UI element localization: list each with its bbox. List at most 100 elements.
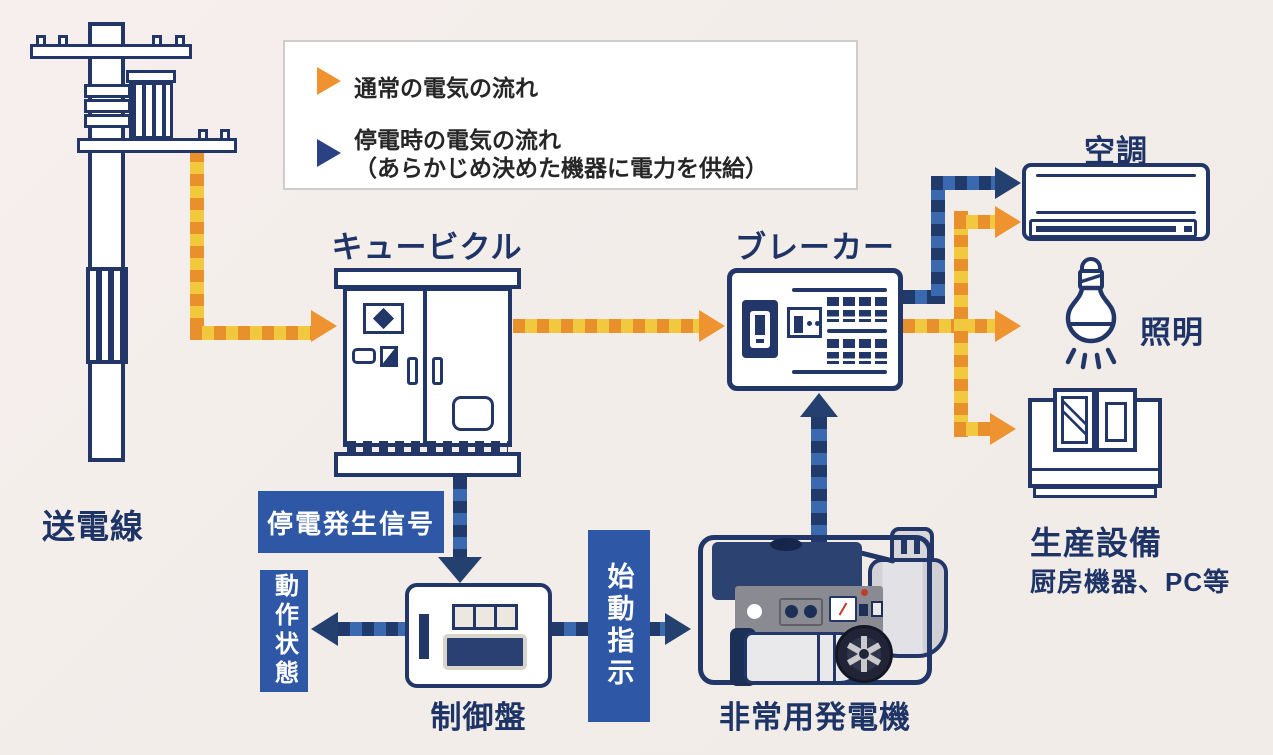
aircon-vent-slat bbox=[1036, 226, 1176, 232]
flow-generator-to-breaker bbox=[811, 417, 827, 545]
breaker-unit bbox=[859, 339, 871, 364]
outlet-socket bbox=[785, 605, 798, 618]
cubicle-handle-right bbox=[432, 357, 443, 385]
machine-base-slab bbox=[1033, 486, 1157, 498]
aircon-top-line bbox=[1036, 174, 1196, 177]
generator-indicator bbox=[861, 589, 868, 596]
flow-pole-to-cubicle-horizontal bbox=[190, 326, 312, 340]
flow-branch-to-aircon bbox=[954, 215, 995, 229]
generator-control-face bbox=[735, 586, 883, 638]
operation-status-label: 動作状態 bbox=[270, 573, 298, 689]
control-panel-buttons bbox=[452, 604, 518, 630]
outage-flow-arrow-icon bbox=[317, 139, 341, 167]
pole-crossarm-lower bbox=[77, 138, 237, 153]
navy-arrowhead-into-status bbox=[311, 612, 338, 646]
transformer-cap bbox=[126, 70, 176, 83]
flow-breaker-to-aircon-horizontal bbox=[931, 176, 995, 190]
main-breaker-switch bbox=[742, 300, 778, 358]
outage-signal-label: 停電発生信号 bbox=[266, 508, 435, 539]
generator-label: 非常用発電機 bbox=[719, 700, 911, 735]
legend-outage-flow-label-line1: 停電時の電気の流れ bbox=[354, 127, 561, 153]
aircon-mid-line bbox=[1036, 211, 1196, 214]
flow-pole-to-cubicle-vertical bbox=[190, 150, 204, 340]
bus-line-bottom bbox=[792, 370, 887, 374]
machine-base-line bbox=[1032, 468, 1158, 471]
machine-window-left bbox=[1053, 388, 1096, 452]
generator-gauge bbox=[829, 596, 857, 622]
bus-line-top bbox=[792, 288, 887, 292]
breaker-unit bbox=[843, 297, 855, 322]
cubicle-half-square-plate bbox=[380, 346, 398, 367]
pole-striped-section bbox=[86, 267, 128, 364]
flow-cubicle-to-breaker bbox=[513, 319, 699, 333]
flow-controlpanel-to-status bbox=[338, 622, 405, 636]
navy-arrowhead-into-generator bbox=[665, 613, 691, 645]
outage-signal-box: 停電発生信号 bbox=[258, 491, 444, 553]
navy-arrowhead-into-controlpanel bbox=[438, 557, 482, 583]
flow-breaker-to-lighting bbox=[903, 319, 995, 333]
main-breaker-mark bbox=[756, 339, 764, 343]
breaker-unit bbox=[827, 339, 839, 364]
navy-arrowhead-into-aircon bbox=[995, 167, 1021, 199]
lighting-label: 照明 bbox=[1140, 315, 1204, 350]
pole-band bbox=[84, 99, 131, 113]
cubicle-warning-sign bbox=[363, 303, 404, 334]
orange-arrowhead-into-cubicle bbox=[311, 310, 337, 342]
pole-crossarm-top bbox=[30, 44, 192, 59]
main-breaker-face bbox=[750, 311, 770, 348]
machine-window-right bbox=[1095, 388, 1137, 452]
production-label: 生産設備 bbox=[1030, 525, 1163, 561]
breaker-unit bbox=[843, 339, 855, 364]
transformer-icon bbox=[129, 82, 173, 139]
pole-band bbox=[84, 114, 131, 128]
start-command-box: 始動指示 bbox=[588, 530, 650, 722]
breaker-panel-icon bbox=[727, 268, 903, 391]
generator-outlets bbox=[779, 598, 823, 626]
cubicle-pill-plate bbox=[352, 348, 376, 364]
cubicle-label: キュービクル bbox=[331, 230, 523, 265]
legend-box: 通常の電気の流れ 停電時の電気の流れ （あらかじめ決めた機器に電力を供給） bbox=[283, 40, 858, 190]
control-panel-display bbox=[443, 634, 527, 670]
gauge-needle bbox=[838, 602, 848, 616]
breaker-unit bbox=[875, 339, 887, 364]
panel-button bbox=[455, 607, 476, 627]
breaker-unit bbox=[875, 297, 887, 322]
gas-cylinder-valve bbox=[890, 527, 934, 563]
production-sub-label: 厨房機器、PC等 bbox=[1030, 567, 1231, 597]
legend-normal-flow-label: 通常の電気の流れ bbox=[354, 75, 538, 101]
navy-arrowhead-into-breaker bbox=[800, 393, 838, 417]
alternator-band bbox=[817, 635, 820, 681]
control-panel-icon bbox=[405, 583, 552, 688]
meter-dot bbox=[807, 321, 812, 326]
breaker-unit bbox=[859, 297, 871, 322]
bus-line-mid bbox=[827, 329, 887, 333]
cubicle-roof bbox=[334, 268, 521, 289]
control-panel-label: 制御盤 bbox=[430, 700, 527, 735]
flow-breaker-to-aircon-vertical bbox=[931, 176, 945, 304]
meter-dot bbox=[815, 321, 820, 326]
aircon-vent bbox=[1029, 219, 1197, 238]
alternator-band bbox=[833, 635, 836, 681]
orange-arrowhead-into-production bbox=[990, 413, 1016, 445]
light-bulb-icon bbox=[1065, 257, 1117, 370]
fuel-cap bbox=[770, 538, 802, 551]
aircon-vent-switch bbox=[1184, 226, 1192, 232]
panel-button bbox=[497, 607, 515, 627]
breaker-unit bbox=[827, 297, 839, 322]
diamond-icon bbox=[372, 307, 395, 330]
orange-arrowhead-into-aircon bbox=[995, 206, 1021, 238]
machine-window-glass bbox=[1061, 396, 1088, 444]
generator-light bbox=[747, 604, 762, 619]
orange-arrowhead-into-breaker bbox=[699, 310, 725, 342]
outlet-socket bbox=[804, 605, 817, 618]
pole-band bbox=[84, 84, 131, 98]
wheel-hub bbox=[859, 649, 869, 659]
cubicle-door-divider bbox=[423, 289, 427, 445]
flow-branch-to-production bbox=[954, 422, 990, 436]
orange-arrowhead-into-lighting bbox=[995, 310, 1021, 342]
generator-switch bbox=[871, 601, 883, 617]
control-panel-slot bbox=[419, 614, 429, 659]
breaker-label: ブレーカー bbox=[735, 230, 895, 265]
cubicle-base bbox=[334, 452, 521, 477]
